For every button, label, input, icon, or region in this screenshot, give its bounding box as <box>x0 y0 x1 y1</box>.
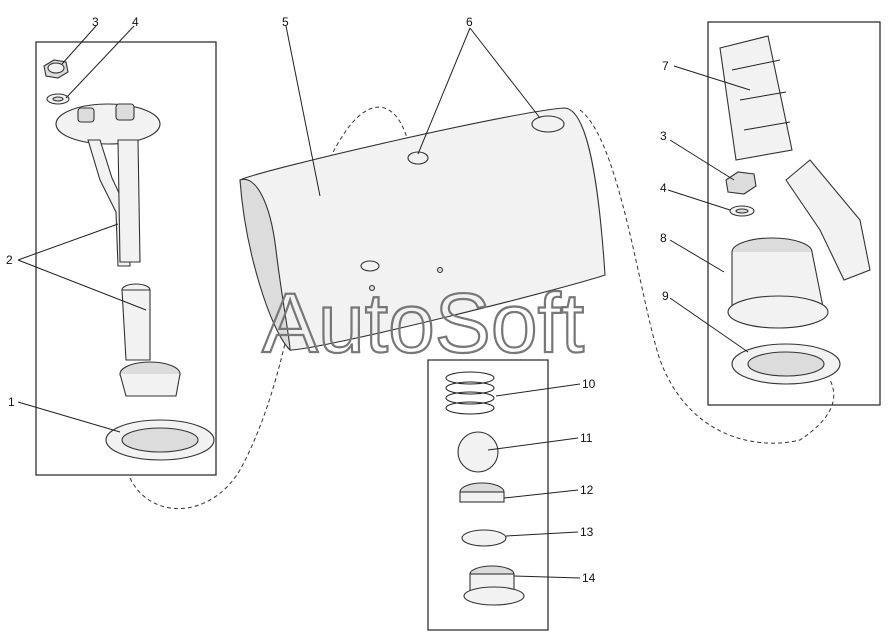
gasket-right <box>731 343 841 385</box>
filter-tube <box>119 283 181 397</box>
nut-right <box>725 171 757 195</box>
fuel-tank <box>239 107 606 352</box>
callout-9: 9 <box>662 289 669 303</box>
drain-plug <box>463 565 525 606</box>
watermark-text: AutoSoft <box>262 276 584 370</box>
o-ring <box>461 529 507 547</box>
dashed-connection-path <box>129 106 835 510</box>
callout-6: 6 <box>466 15 473 29</box>
callout-4-right: 4 <box>660 181 667 195</box>
callout-7: 7 <box>662 59 669 73</box>
washer-right <box>729 205 755 217</box>
bottom-assembly-frame <box>427 359 549 631</box>
gasket-left <box>105 419 215 461</box>
callout-8: 8 <box>660 231 667 245</box>
left-assembly-frame <box>35 41 217 476</box>
callout-11: 11 <box>580 431 593 445</box>
callout-4-left: 4 <box>132 15 139 29</box>
filter-cage <box>719 35 793 161</box>
right-assembly-frame <box>707 21 881 406</box>
callout-14: 14 <box>582 571 596 585</box>
callout-1: 1 <box>8 395 15 409</box>
callout-3-left: 3 <box>92 15 99 29</box>
ball <box>457 431 499 473</box>
callout-3-right: 3 <box>660 129 667 143</box>
callout-10: 10 <box>582 377 596 391</box>
callout-2: 2 <box>6 253 13 267</box>
callout-13: 13 <box>580 525 594 539</box>
intake-tubes <box>87 139 141 267</box>
spring <box>445 371 495 415</box>
washer-left <box>46 93 70 105</box>
valve-seat <box>459 482 505 503</box>
filler-neck <box>727 237 829 329</box>
callout-5: 5 <box>282 15 289 29</box>
callout-12: 12 <box>580 483 594 497</box>
nut-left <box>43 59 69 79</box>
filler-neck-latch <box>785 159 871 281</box>
leader-lines <box>17 25 751 579</box>
sensor-flange <box>55 103 161 145</box>
